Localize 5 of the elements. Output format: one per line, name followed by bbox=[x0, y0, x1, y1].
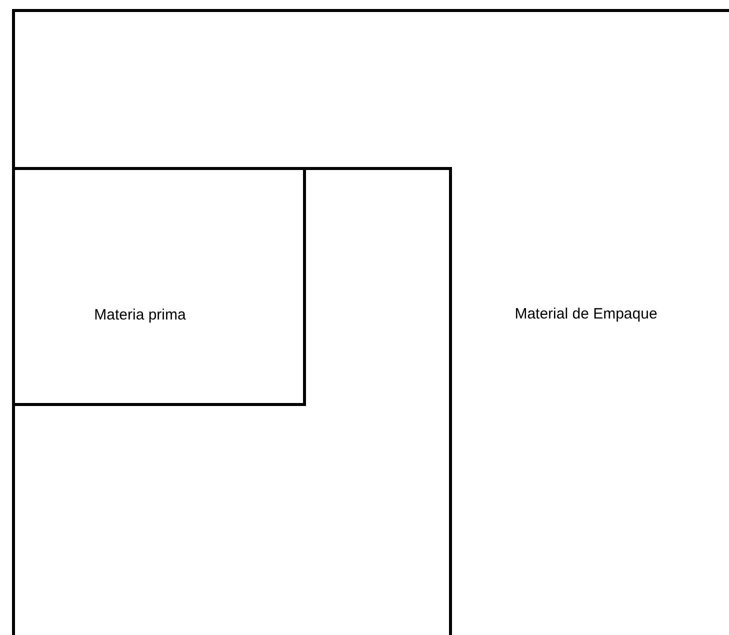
room-outline bbox=[12, 167, 452, 635]
floor-plan-outline bbox=[12, 9, 729, 635]
area-label: Material de Empaque bbox=[514, 306, 658, 322]
area-label: Materia prima bbox=[94, 306, 186, 324]
room-outline bbox=[12, 167, 306, 406]
